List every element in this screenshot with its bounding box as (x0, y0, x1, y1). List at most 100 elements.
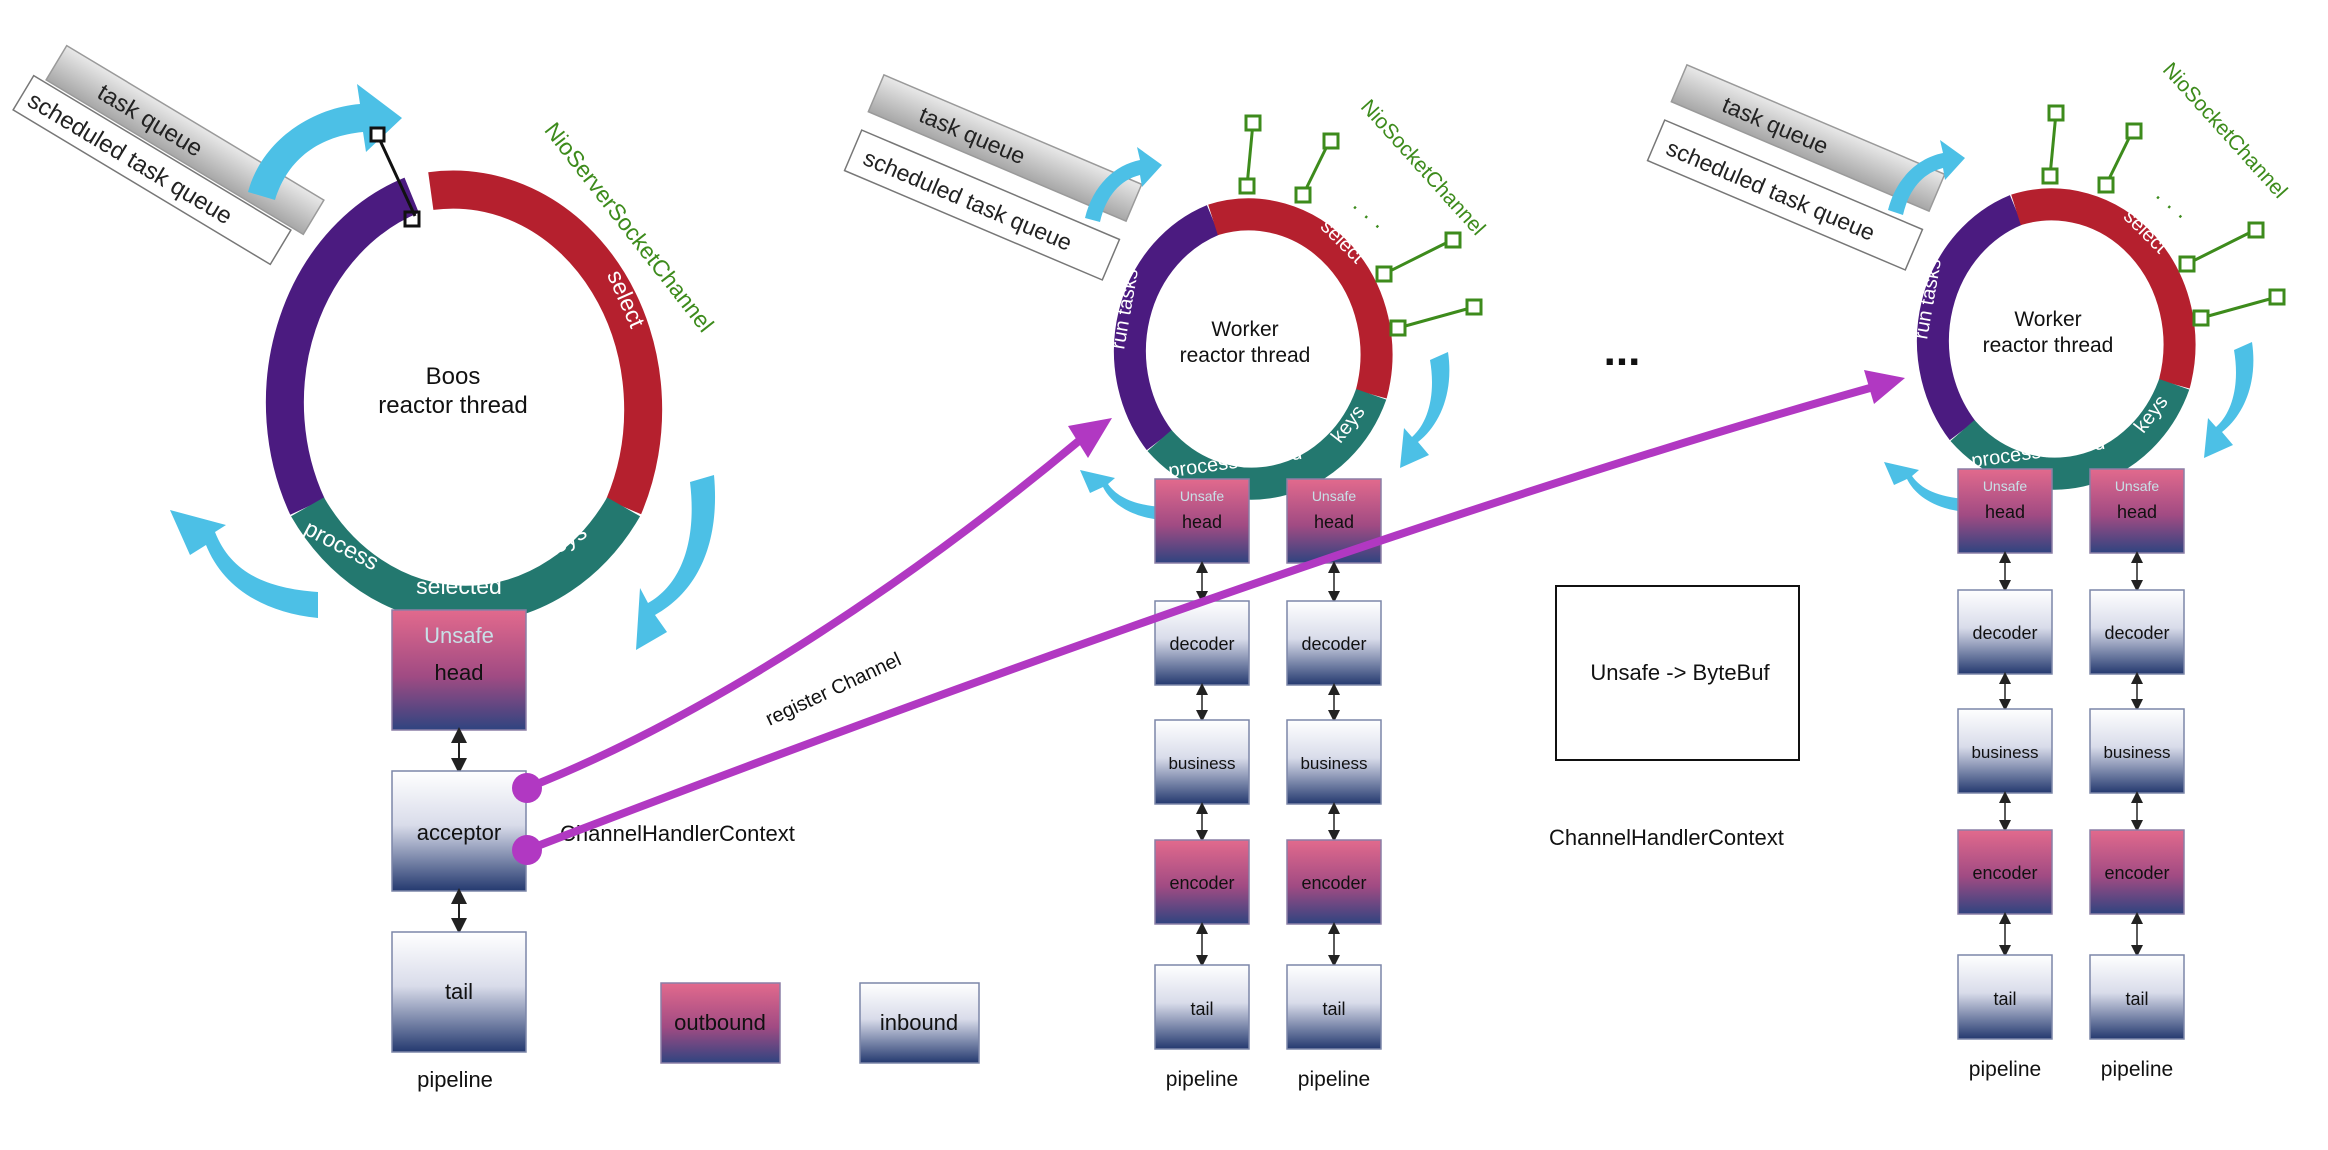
worker2-more-channels: · · · (2147, 184, 2193, 229)
worker2-ring-selected-keys-segment (1950, 378, 2190, 490)
worker1-a-tail (1154, 964, 1250, 1050)
worker1-b-head-unsafe: Unsafe (1312, 488, 1357, 504)
worker1-b-encoder (1286, 839, 1382, 925)
worker1-a-head-label: head (1182, 512, 1222, 532)
worker2-a-decoder (1957, 589, 2053, 675)
worker1-more-channels: · · · (1344, 194, 1390, 239)
boss-server-channel-pin (369, 126, 421, 228)
worker2-a-head-label: head (1985, 502, 2025, 522)
worker2-a-head-unsafe: Unsafe (1983, 478, 2028, 494)
worker2-b-decoder-label: decoder (2104, 623, 2169, 643)
worker2-b-business-label: business (2103, 743, 2170, 762)
worker2-b-encoder-label: encoder (2104, 863, 2169, 883)
worker2-rotation-arrow-left (1884, 462, 1966, 512)
worker2-b-tail (2089, 954, 2185, 1040)
worker1-b-business (1286, 719, 1382, 805)
boss-acceptor-handler (391, 770, 527, 892)
legend: outbound inbound (660, 982, 980, 1064)
boss-head-label: head (435, 660, 484, 685)
worker2-ring-select-segment (2011, 188, 2196, 389)
worker1-b-head-label: head (1314, 512, 1354, 532)
worker1-a-head (1154, 478, 1250, 564)
workers-ellipsis: ... (1604, 326, 1641, 375)
worker2-a-business-label: business (1971, 743, 2038, 762)
note-box-text: Unsafe -> ByteBuf (1590, 660, 1770, 685)
boss-pipeline-label: pipeline (417, 1067, 493, 1092)
worker-reactor-group-1: task queue scheduled task queue run task… (843, 73, 1490, 1091)
worker1-rotation-arrow-right (1400, 352, 1450, 468)
worker2-rotation-arrow-top (1888, 140, 1965, 215)
register-connector-worker1 (525, 436, 1083, 792)
register-connector-dot-2 (512, 835, 542, 865)
worker1-a-business-label: business (1168, 754, 1235, 773)
worker1-a-head-unsafe: Unsafe (1180, 488, 1225, 504)
worker1-a-tail-label: tail (1190, 999, 1213, 1019)
boss-tail-handler (391, 931, 527, 1053)
worker2-b-business (2089, 708, 2185, 794)
worker2-rotation-arrow-right (2204, 342, 2254, 458)
boss-head-unsafe-label: Unsafe (424, 623, 494, 648)
worker1-ring (1113, 198, 1393, 500)
worker1-b-tail (1286, 964, 1382, 1050)
boss-rotation-arrow-right (636, 475, 716, 650)
worker1-ring-select-segment (1208, 198, 1393, 399)
boss-acceptor-label: acceptor (417, 820, 501, 845)
register-connector-worker2 (525, 384, 1872, 854)
legend-inbound-label: inbound (880, 1010, 958, 1035)
worker1-center-line1: Worker (1211, 318, 1278, 341)
worker1-b-encoder-label: encoder (1301, 873, 1366, 893)
worker1-ring-selected-keys-segment (1147, 388, 1387, 500)
worker1-b-tail-label: tail (1322, 999, 1345, 1019)
worker2-a-encoder (1957, 829, 2053, 915)
worker1-b-decoder-label: decoder (1301, 634, 1366, 654)
worker2-center-line2: reactor thread (1983, 334, 2114, 357)
worker2-pipeline-b: Unsafe head decoder business encoder tai… (2089, 468, 2185, 1081)
channel-handler-context-2: ChannelHandlerContext (1549, 825, 1784, 850)
worker2-b-encoder (2089, 829, 2185, 915)
worker2-a-tail (1957, 954, 2053, 1040)
boss-reactor-group: task queue scheduled task queue run task… (12, 44, 795, 1092)
boss-pipeline: Unsafe head acceptor tail pipeline (391, 609, 527, 1092)
worker1-a-pipeline-label: pipeline (1166, 1068, 1238, 1091)
worker1-rotation-arrow-top (1085, 147, 1162, 222)
worker2-center-line1: Worker (2014, 308, 2081, 331)
worker1-rotation-arrow-left (1080, 470, 1162, 520)
worker1-b-pipeline-label: pipeline (1298, 1068, 1370, 1091)
worker1-center-line2: reactor thread (1180, 344, 1311, 367)
legend-inbound-swatch (859, 982, 980, 1064)
note-box: Unsafe -> ByteBuf (1555, 585, 1800, 761)
worker1-a-encoder (1154, 839, 1250, 925)
worker2-channel-type: NioSocketChannel (2158, 58, 2291, 203)
boss-center-line1: Boos (426, 363, 481, 390)
legend-outbound-swatch (660, 982, 781, 1064)
worker1-b-business-label: business (1300, 754, 1367, 773)
worker2-ring-run-tasks-segment (1916, 195, 2023, 441)
worker1-pipeline-a: Unsafe head decoder business encoder tai… (1154, 478, 1250, 1091)
worker1-a-decoder-label: decoder (1169, 634, 1234, 654)
boss-ring-selected-keys-segment (291, 497, 641, 624)
register-connector-worker2-head (1864, 370, 1905, 404)
worker2-ring (1916, 188, 2196, 490)
worker2-a-head (1957, 468, 2053, 554)
boss-rotation-arrow-left (170, 510, 318, 618)
worker2-b-pipeline-label: pipeline (2101, 1058, 2173, 1081)
boss-rotation-arrow-top (248, 84, 402, 200)
boss-tail-label: tail (445, 979, 473, 1004)
boss-ring-run-tasks-segment (265, 177, 420, 515)
worker2-a-encoder-label: encoder (1972, 863, 2037, 883)
register-connector-worker1-head (1068, 418, 1112, 458)
boss-ring (265, 170, 663, 624)
boss-ring-select-segment (428, 170, 663, 515)
worker2-a-tail-label: tail (1993, 989, 2016, 1009)
worker2-a-pipeline-label: pipeline (1969, 1058, 2041, 1081)
worker-reactor-group-2: task queue scheduled task queue run task… (1646, 58, 2292, 1081)
worker2-b-decoder (2089, 589, 2185, 675)
worker1-a-business (1154, 719, 1250, 805)
legend-outbound-label: outbound (674, 1010, 766, 1035)
worker2-b-head (2089, 468, 2185, 554)
worker2-a-decoder-label: decoder (1972, 623, 2037, 643)
register-connector-dot-1 (512, 773, 542, 803)
worker1-socket-channel-pins (1238, 114, 1483, 337)
worker2-b-tail-label: tail (2125, 989, 2148, 1009)
